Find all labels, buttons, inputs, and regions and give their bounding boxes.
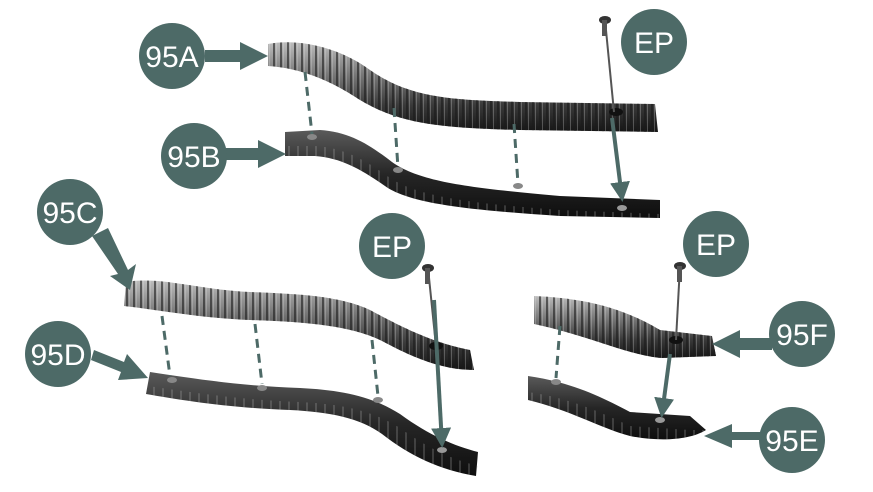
- callout-arrow-95e: [704, 424, 764, 448]
- label-ep-1: EP: [634, 27, 674, 60]
- guide-lines-group-3: [554, 325, 562, 379]
- callout-arrow-95b: [220, 140, 286, 168]
- part-95e-base: [528, 376, 706, 440]
- label-ep-3: EP: [696, 229, 736, 262]
- label-95f: 95F: [776, 319, 828, 352]
- badge-95b: 95B: [161, 123, 227, 189]
- label-ep-2: EP: [372, 231, 412, 264]
- guide-lines-group-1: [303, 71, 520, 185]
- label-95d: 95D: [30, 339, 85, 372]
- arrow-ep-3: [654, 353, 675, 418]
- label-95c: 95C: [42, 197, 97, 230]
- screw-ep-3: [674, 262, 686, 341]
- callout-arrows: [91, 42, 772, 448]
- callout-arrow-95f: [712, 330, 772, 358]
- badge-95c: 95C: [37, 179, 103, 245]
- badge-95f: 95F: [769, 301, 835, 367]
- part-95c-cover: [124, 280, 474, 370]
- badge-95d: 95D: [25, 321, 91, 387]
- part-95b-base: [285, 130, 660, 218]
- label-95a: 95A: [145, 41, 198, 74]
- callout-arrow-95a: [205, 42, 268, 70]
- badge-95e: 95E: [759, 407, 825, 473]
- badge-ep-3: EP: [683, 211, 749, 277]
- label-95b: 95B: [167, 141, 220, 174]
- screw-ep-1: [599, 16, 615, 113]
- badge-ep-2: EP: [359, 213, 425, 279]
- arrow-ep-2: [431, 299, 452, 448]
- part-95d-base: [146, 372, 478, 476]
- badge-ep-1: EP: [621, 9, 687, 75]
- callout-arrow-95d: [91, 350, 148, 380]
- part-95a-cover: [268, 42, 658, 133]
- label-95e: 95E: [765, 425, 818, 458]
- callout-arrow-95c: [92, 228, 136, 290]
- badge-95a: 95A: [139, 23, 205, 89]
- guide-lines-group-2: [160, 315, 380, 397]
- arrow-ep-1: [610, 117, 630, 202]
